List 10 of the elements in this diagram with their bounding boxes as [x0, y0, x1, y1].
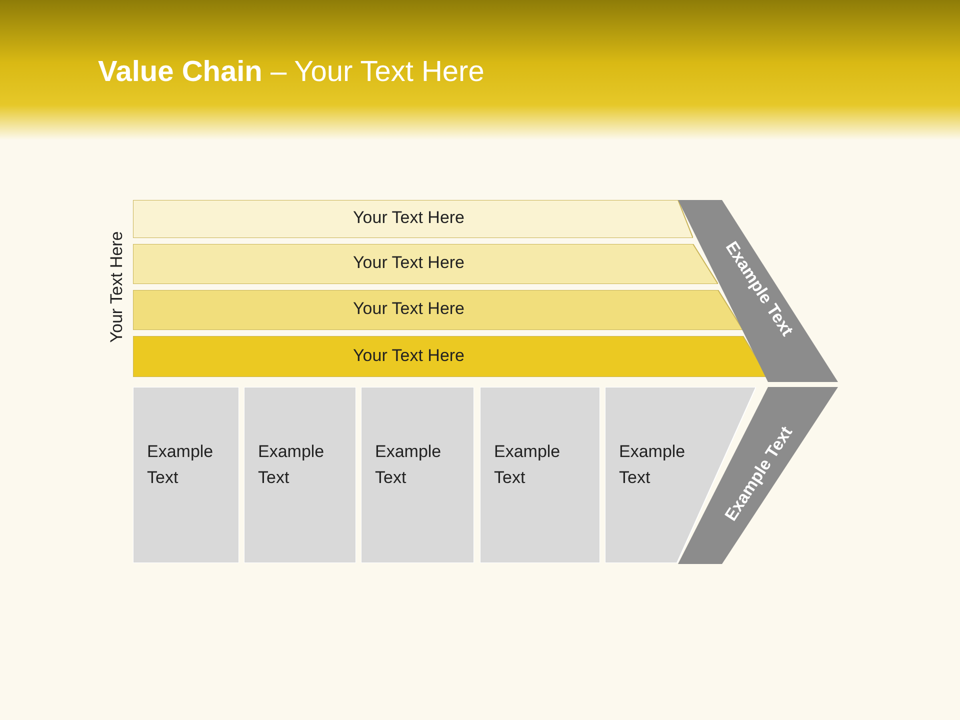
band: Your Text Here — [133, 244, 718, 284]
band: Your Text Here — [133, 290, 743, 330]
activity-box: Example Text — [133, 387, 239, 563]
band: Your Text Here — [133, 336, 768, 377]
activity-box: Example Text — [480, 387, 600, 563]
activity-box: Example Text — [244, 387, 356, 563]
axis-label: Your Text Here — [107, 230, 127, 345]
slide-title: Value Chain – Your Text Here — [98, 56, 484, 89]
band: Your Text Here — [133, 200, 693, 238]
activity-box: Example Text — [361, 387, 474, 563]
